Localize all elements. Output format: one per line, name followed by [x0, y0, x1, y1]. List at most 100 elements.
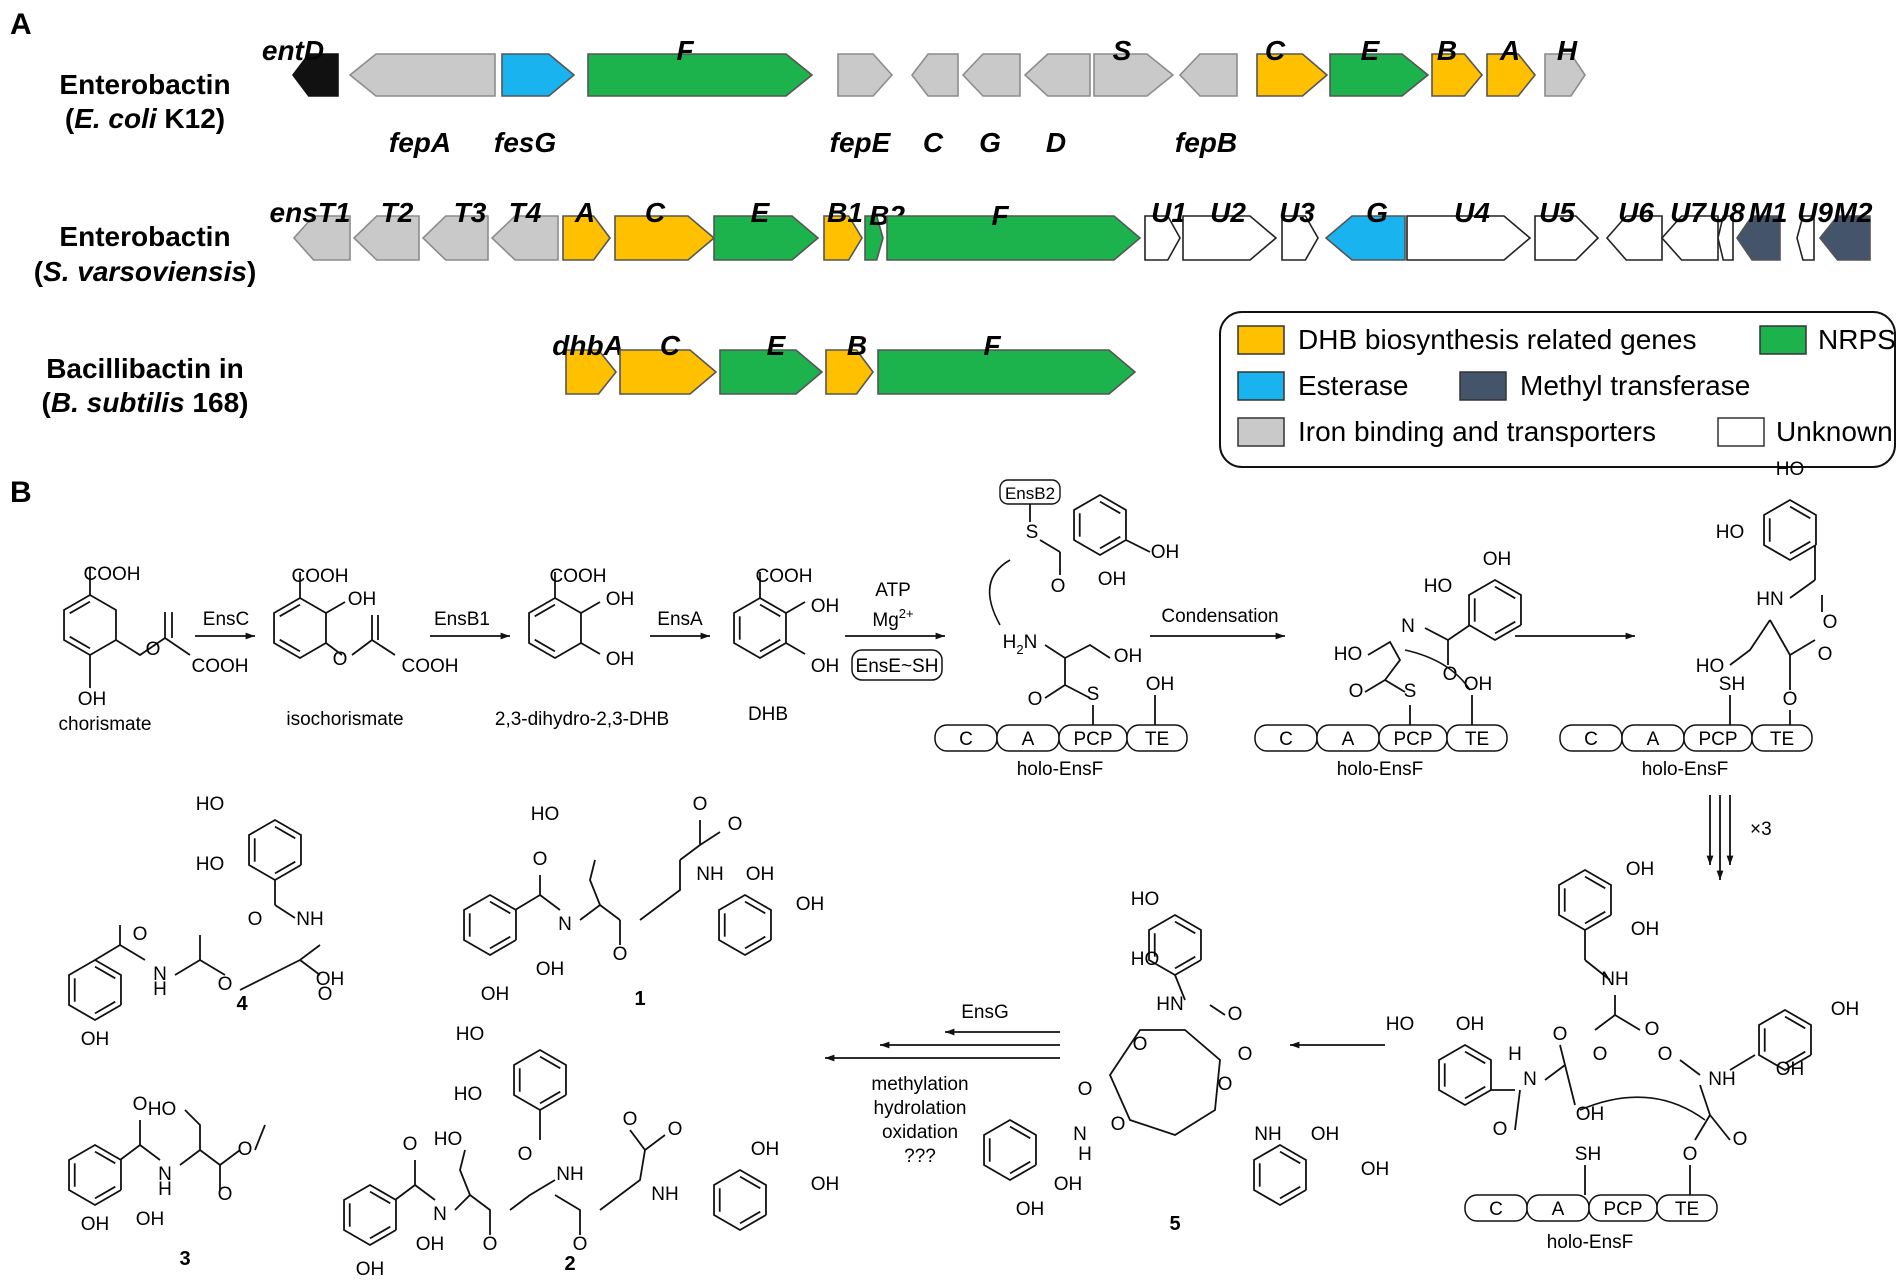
gene-label: U3	[1279, 197, 1315, 228]
benzene-ring	[1073, 493, 1127, 557]
step-label: ???	[904, 1146, 936, 1167]
gene-label: dhbA	[552, 330, 624, 361]
bond	[239, 944, 321, 991]
atom-hn: HN	[1156, 994, 1183, 1015]
gene-arrow	[619, 349, 718, 395]
benzene-ring	[343, 1183, 397, 1247]
double-bond	[1784, 1050, 1806, 1065]
gene-arrow	[1660, 215, 1719, 261]
gene-arrow	[292, 53, 339, 97]
atom-oh: OH	[481, 984, 510, 1005]
atom-oh: OH	[1016, 1199, 1045, 1220]
atom-o: O	[518, 1144, 533, 1165]
cluster-name: Bacillibactin in	[46, 353, 244, 384]
atom-ho: HO	[1716, 522, 1745, 543]
atom-n: N	[153, 964, 167, 985]
atom-o: O	[728, 814, 743, 835]
atom-oh: OH	[348, 589, 377, 610]
atom-sh: SH	[1575, 1144, 1601, 1165]
mechanism-arrow	[1579, 1096, 1706, 1121]
benzene-ring	[1763, 498, 1817, 562]
atom-ho: HO	[196, 854, 225, 875]
bond	[94, 944, 121, 961]
gene-arrow	[719, 349, 824, 395]
double-bond	[1279, 1185, 1301, 1200]
double-bond	[759, 603, 781, 618]
enzyme-ensb1: EnsB1	[434, 609, 490, 630]
atom-o: O	[1658, 1044, 1673, 1065]
double-bond	[1584, 910, 1606, 925]
bond	[1174, 974, 1186, 1001]
atom-o: O	[333, 649, 348, 670]
atom-o: O	[248, 909, 263, 930]
bond	[1447, 624, 1471, 641]
atom-o: O	[1593, 1044, 1608, 1065]
atom-o: O	[533, 849, 548, 870]
atom-oh: OH	[1361, 1159, 1390, 1180]
gene-arrow	[1486, 53, 1537, 97]
gene-label: F	[983, 330, 1001, 361]
double-bond	[1009, 1160, 1031, 1175]
gene-arrow	[1329, 53, 1430, 97]
gene-arrow	[1023, 53, 1091, 97]
bond	[1564, 1064, 1576, 1106]
domain-label: TE	[1465, 729, 1489, 750]
domain-label: A	[1552, 1199, 1565, 1220]
organism-part: K12)	[157, 103, 225, 134]
label-chorismate: chorismate	[59, 714, 152, 735]
atom-oh: OH	[78, 689, 107, 710]
atom-cooh: COOH	[192, 656, 249, 677]
atom-o: O	[1733, 1129, 1748, 1150]
domain-label: TE	[1770, 729, 1794, 750]
atom-oh: OH	[416, 1234, 445, 1255]
gene-arrow	[490, 215, 559, 261]
atom-oh: OH	[316, 969, 345, 990]
atom-o: O	[1228, 1004, 1243, 1025]
label-holo-ensf: holo-EnsF	[1642, 759, 1729, 780]
bond	[1729, 619, 1771, 666]
bond	[179, 1109, 201, 1166]
gene-label: M2	[1834, 197, 1873, 228]
double-bond	[744, 935, 766, 950]
domain-label: A	[1647, 729, 1660, 750]
benzene-ring	[1468, 578, 1522, 642]
gene-label: U9	[1797, 197, 1833, 228]
gene-arrow	[562, 215, 611, 261]
bond	[414, 1184, 436, 1201]
bond	[579, 903, 621, 921]
isochorismate-ring	[273, 596, 327, 660]
bond	[254, 1124, 266, 1151]
atom-oh: OH	[1631, 919, 1660, 940]
arrow-head	[1625, 632, 1635, 640]
atom-o: O	[318, 984, 333, 1005]
atom-ho: HO	[148, 1099, 177, 1120]
atom-h: H	[1508, 1044, 1522, 1065]
benzene-ring	[713, 1168, 767, 1232]
compound-1: 1	[634, 988, 645, 1010]
gene-label: U7	[1670, 197, 1707, 228]
atom-o: O	[133, 924, 148, 945]
atom-o: O	[1493, 1119, 1508, 1140]
atom-o: O	[1783, 689, 1798, 710]
double-bond	[1494, 620, 1516, 635]
atom-ho: HO	[1131, 889, 1160, 910]
double-bond	[1789, 540, 1811, 555]
atom-o: O	[238, 1139, 253, 1160]
atom-cooh: COOH	[756, 566, 813, 587]
gene-arrow	[713, 215, 820, 261]
atom-o: O	[623, 1109, 638, 1130]
bond	[119, 944, 146, 961]
gene-label: A	[574, 197, 595, 228]
double-bond	[1099, 535, 1121, 550]
bond	[1364, 679, 1386, 693]
atom-o: O	[668, 1119, 683, 1140]
bond	[785, 601, 806, 614]
gene-label: fesG	[494, 127, 556, 158]
benzene-ring	[68, 1143, 122, 1207]
bond	[1125, 539, 1151, 553]
gene-label: B	[1437, 35, 1457, 66]
bond	[1594, 1014, 1616, 1031]
atom-o: O	[1443, 664, 1458, 685]
atom-oh: OH	[1098, 569, 1127, 590]
gene-arrow	[292, 215, 351, 261]
